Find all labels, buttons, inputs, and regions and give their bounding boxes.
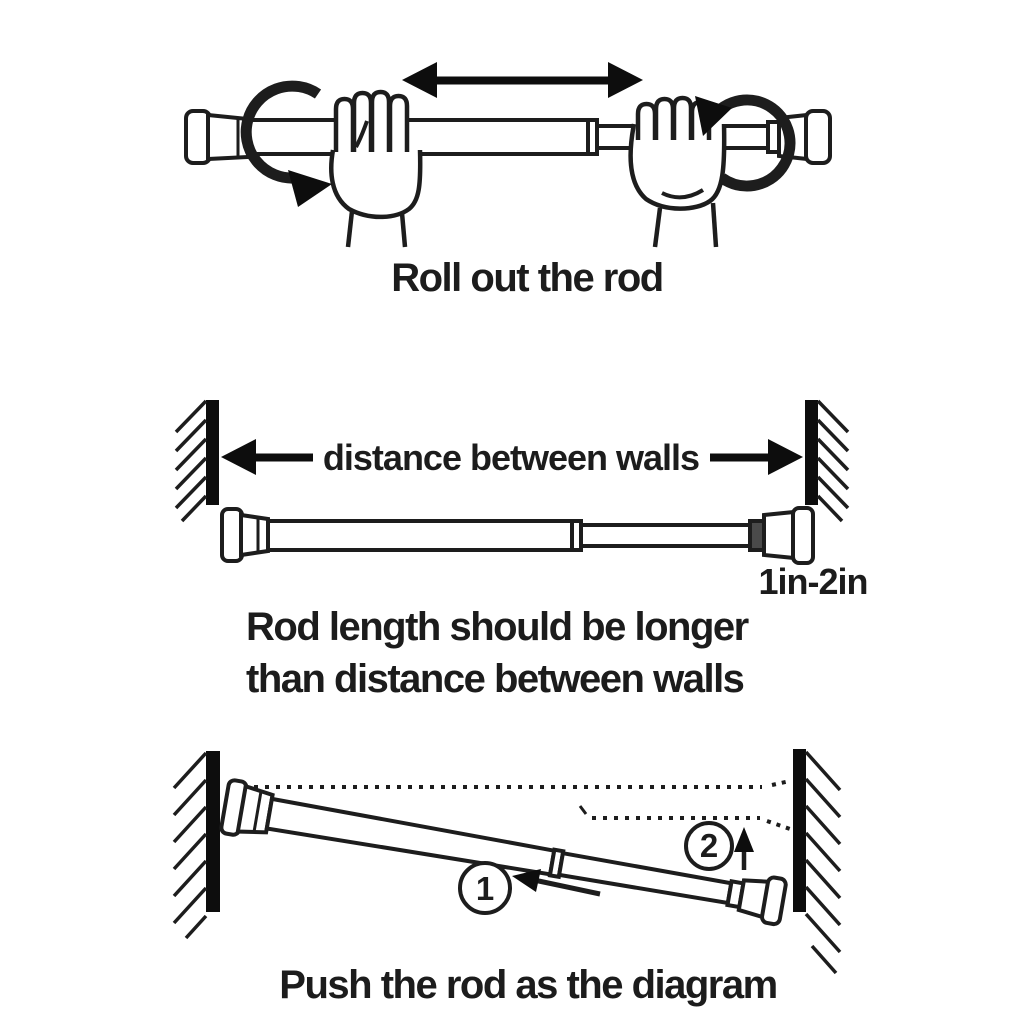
overhang-label: 1in-2in: [758, 561, 867, 602]
roll-section: Roll out the rod: [184, 62, 832, 300]
target-position-line: [243, 779, 791, 789]
measure-section: distance between walls 1in-2in Rod lengt…: [174, 399, 869, 701]
step2-badge: 2: [684, 821, 734, 871]
push-section: 1 2 Push the rod as the diagram: [172, 749, 842, 1007]
extend-arrow-icon: [402, 62, 643, 98]
push-up-arrow-icon: [734, 827, 754, 870]
rotate-cw-icon: [695, 94, 796, 192]
distance-label: distance between walls: [323, 437, 699, 478]
left-wall-hatching: [174, 399, 208, 523]
tension-rod: [184, 109, 832, 165]
right-wall-hatching: [816, 399, 850, 523]
distance-arrow-right-icon: [710, 439, 803, 475]
push-left-wall-hatching: [172, 751, 208, 940]
push-right-wall-hatching: [804, 750, 842, 975]
lift-position-line: [578, 805, 791, 831]
length-caption-line2: than distance between walls: [246, 657, 744, 701]
push-left-wall: [172, 751, 220, 940]
measure-rod: [220, 506, 815, 565]
roll-caption: Roll out the rod: [391, 256, 663, 300]
push-caption: Push the rod as the diagram: [279, 963, 776, 1007]
tilted-rod: [219, 778, 788, 927]
step2-number: 2: [700, 827, 718, 864]
push-right-wall: [793, 749, 842, 975]
step1-badge: 1: [458, 861, 512, 915]
measure-right-wall: [805, 399, 850, 523]
rotate-ccw-icon: [240, 80, 332, 207]
push-inward-arrow-icon: [512, 869, 601, 897]
step1-number: 1: [476, 870, 494, 907]
length-caption-line1: Rod length should be longer: [246, 605, 749, 649]
measure-left-wall: [174, 399, 219, 523]
distance-arrow-left-icon: [221, 439, 313, 475]
left-hand: [329, 89, 423, 248]
